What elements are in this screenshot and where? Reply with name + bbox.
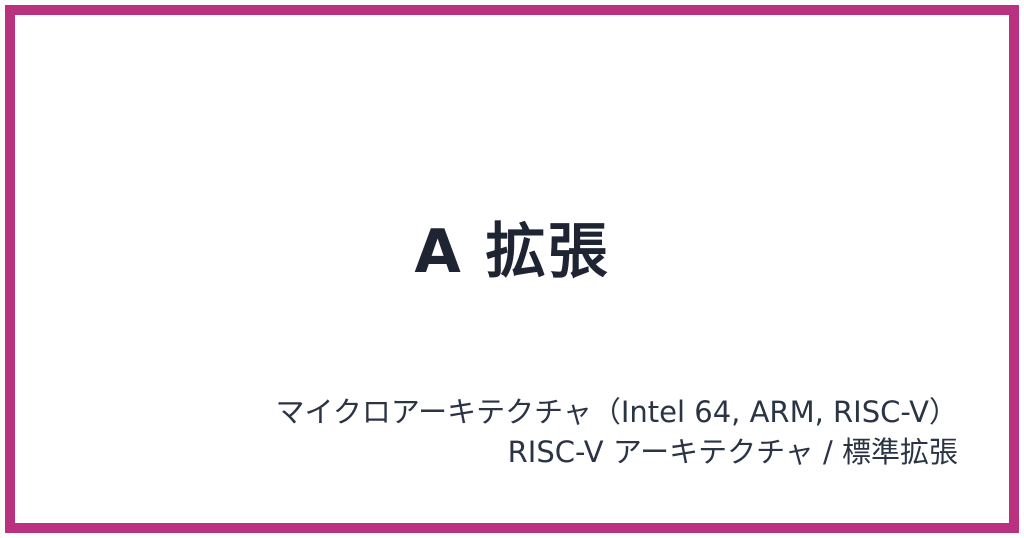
- breadcrumb: マイクロアーキテクチャ（Intel 64, ARM, RISC-V） RISC-…: [275, 392, 958, 472]
- title-card: [5, 5, 1019, 533]
- page-title: A 拡張: [414, 217, 610, 287]
- subcategory-line: RISC-V アーキテクチャ / 標準拡張: [507, 435, 958, 469]
- category-line: マイクロアーキテクチャ（Intel 64, ARM, RISC-V）: [275, 395, 958, 429]
